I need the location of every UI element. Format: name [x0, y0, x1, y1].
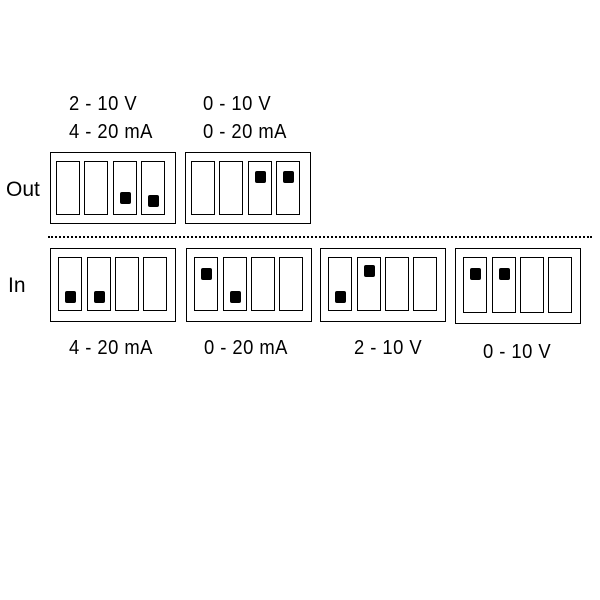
section-divider: [48, 236, 592, 238]
out-2-switch-4: [276, 161, 300, 215]
out-1-switch-4-knob: [147, 195, 159, 207]
in-dip-switch-block-2: [186, 248, 312, 322]
out-config-1-current-label: 4 - 20 mA: [69, 121, 153, 143]
in-config-4-label: 0 - 10 V: [483, 341, 552, 363]
in-row-label: In: [8, 274, 26, 297]
in-3-switch-2-knob: [363, 265, 375, 277]
out-2-switch-2: [219, 161, 243, 215]
out-config-2-voltage-label: 0 - 10 V: [203, 93, 272, 115]
in-4-switch-2: [492, 257, 516, 313]
in-1-switch-3: [115, 257, 139, 311]
in-2-switch-2: [223, 257, 247, 311]
out-config-2-current-label: 0 - 20 mA: [203, 121, 287, 143]
out-dip-switch-block-1: [50, 152, 176, 224]
out-1-switch-4: [141, 161, 165, 215]
in-3-switch-1-knob: [334, 291, 346, 303]
in-3-switch-2: [357, 257, 381, 311]
in-config-2-label: 0 - 20 mA: [204, 337, 288, 359]
out-1-switch-3-knob: [119, 192, 131, 204]
out-dip-switch-block-2: [185, 152, 311, 224]
in-1-switch-2-knob: [93, 291, 105, 303]
out-1-switch-3: [113, 161, 137, 215]
out-2-switch-3-knob: [254, 171, 266, 183]
out-2-switch-3: [248, 161, 272, 215]
in-4-switch-1-knob: [469, 268, 481, 280]
in-config-1-label: 4 - 20 mA: [69, 337, 153, 359]
in-3-switch-3: [385, 257, 409, 311]
in-4-switch-3: [520, 257, 544, 313]
in-2-switch-2-knob: [229, 291, 241, 303]
in-1-switch-1: [58, 257, 82, 311]
out-1-switch-1: [56, 161, 80, 215]
in-4-switch-2-knob: [498, 268, 510, 280]
out-1-switch-2: [84, 161, 108, 215]
out-config-1-voltage-label: 2 - 10 V: [69, 93, 138, 115]
in-3-switch-1: [328, 257, 352, 311]
in-3-switch-4: [413, 257, 437, 311]
in-1-switch-4: [143, 257, 167, 311]
in-2-switch-1-knob: [200, 268, 212, 280]
in-2-switch-1: [194, 257, 218, 311]
in-2-switch-3: [251, 257, 275, 311]
in-dip-switch-block-4: [455, 248, 581, 324]
in-2-switch-4: [279, 257, 303, 311]
out-2-switch-4-knob: [282, 171, 294, 183]
in-4-switch-4: [548, 257, 572, 313]
in-1-switch-2: [87, 257, 111, 311]
in-config-3-label: 2 - 10 V: [354, 337, 423, 359]
out-2-switch-1: [191, 161, 215, 215]
in-4-switch-1: [463, 257, 487, 313]
in-dip-switch-block-1: [50, 248, 176, 322]
out-row-label: Out: [6, 178, 40, 201]
in-1-switch-1-knob: [64, 291, 76, 303]
in-dip-switch-block-3: [320, 248, 446, 322]
